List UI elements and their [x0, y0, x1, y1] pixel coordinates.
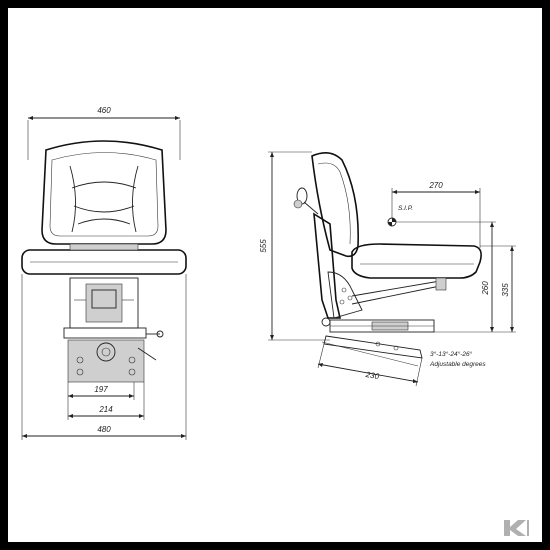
sip-label: S.I.P. [398, 205, 413, 212]
dim-height-vertical: 555 [259, 239, 268, 253]
front-view: 460 [21, 106, 187, 440]
front-suspension [63, 277, 164, 383]
dim-width-top: 460 [97, 106, 111, 115]
dim-right-1: 260 [481, 281, 490, 296]
dim-inner-2: 214 [98, 405, 113, 414]
side-seat-cushion [351, 243, 482, 279]
dim-base: 230 [364, 370, 380, 381]
brand-logo [500, 516, 530, 538]
side-backrest [311, 152, 359, 258]
dim-right-2: 335 [501, 283, 510, 297]
dim-sip-horizontal: 270 [428, 181, 443, 190]
side-view: 555 S.I.P. [259, 151, 516, 387]
dim-line-230 [317, 363, 419, 383]
dim-inner-1: 197 [94, 385, 108, 394]
adjust-degrees: 3°-13°-24°-26° [430, 350, 473, 358]
front-backrest [41, 140, 167, 245]
side-frame [313, 212, 341, 319]
dim-width-bottom: 480 [97, 425, 111, 434]
adjust-label: Adjustable degrees [429, 361, 486, 368]
